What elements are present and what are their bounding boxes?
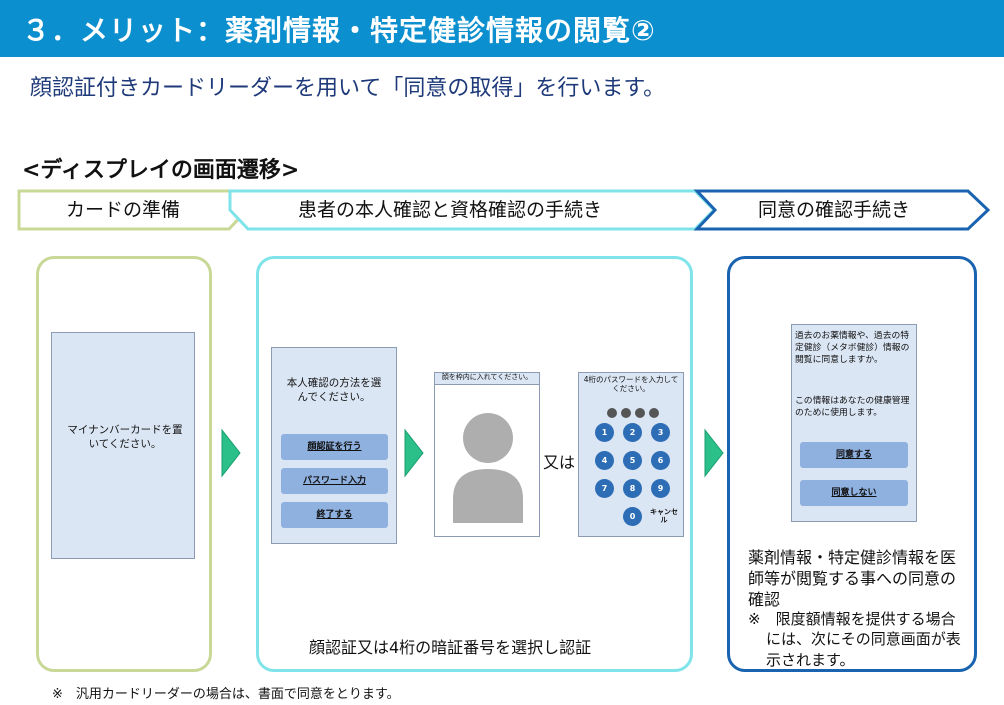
pin-dot (621, 408, 631, 418)
next-arrow-icon (221, 428, 241, 478)
next-arrow-icon (404, 428, 424, 478)
pin-cancel-button[interactable]: キャンセル (650, 508, 678, 524)
pin-entry-title: 4桁のパスワードを入力してください。 (583, 375, 679, 394)
key-6[interactable]: 6 (651, 451, 670, 470)
section-heading: <ディスプレイの画面遷移> (22, 158, 300, 183)
screen-method-select: 本人確認の方法を選んでください。 顔認証を行う パスワード入力 終了する (271, 347, 397, 544)
process-steps: カードの準備 患者の本人確認と資格確認の手続き 同意の確認手続き (0, 189, 1004, 231)
place-card-text: マイナンバーカードを置いてください。 (67, 424, 183, 451)
screen-pin-entry: 4桁のパスワードを入力してください。 1 2 3 4 5 6 7 8 9 0 キ… (578, 372, 684, 537)
panel3-caption: 薬剤情報・特定健診情報を医師等が閲覧する事への同意の確認 (748, 548, 957, 609)
footnote: ※ 汎用カードリーダーの場合は、書面で同意をとります。 (52, 687, 400, 702)
pin-dot (607, 408, 617, 418)
method-select-title: 本人確認の方法を選んでください。 (286, 377, 382, 404)
key-5[interactable]: 5 (623, 451, 642, 470)
step-arrows-graphic (17, 189, 991, 231)
consent-question-text: 過去のお薬情報や、過去の特定健診（メタボ健診）情報の閲覧に同意しますか。 (795, 331, 910, 365)
exit-button[interactable]: 終了する (281, 502, 388, 528)
panel-identity-verification: 本人確認の方法を選んでください。 顔認証を行う パスワード入力 終了する 顔を枠… (256, 256, 693, 672)
panel-consent-confirmation: 過去のお薬情報や、過去の特定健診（メタボ健診）情報の閲覧に同意しますか。 この情… (727, 256, 977, 672)
screen-face-auth: 顔を枠内に入れてください。 (434, 372, 540, 537)
step-2-label: 患者の本人確認と資格確認の手続き (298, 199, 603, 221)
page-title: ３．メリット：薬剤情報・特定健診情報の閲覧② (22, 14, 656, 47)
agree-button[interactable]: 同意する (800, 442, 908, 468)
key-4[interactable]: 4 (595, 451, 614, 470)
key-8[interactable]: 8 (623, 479, 642, 498)
panel2-caption: 顔認証又は4桁の暗証番号を選択し認証 (309, 638, 592, 657)
panel3-note: ※ 限度額情報を提供する場合には、次にその同意画面が表示されます。 (748, 610, 961, 669)
password-input-button[interactable]: パスワード入力 (281, 468, 388, 494)
pin-dot (635, 408, 645, 418)
key-9[interactable]: 9 (651, 479, 670, 498)
face-auth-button[interactable]: 顔認証を行う (281, 434, 388, 460)
step-3-label: 同意の確認手続き (758, 199, 911, 221)
or-text: 又は (543, 453, 576, 472)
panel-card-preparation: マイナンバーカードを置いてください。 (36, 256, 212, 672)
face-auth-title: 顔を枠内に入れてください。 (441, 373, 533, 381)
next-arrow-icon (704, 428, 724, 478)
step-1-label: カードの準備 (66, 199, 181, 221)
header-bar: ３．メリット：薬剤情報・特定健診情報の閲覧② (0, 0, 1004, 57)
key-1[interactable]: 1 (595, 423, 614, 442)
disagree-button[interactable]: 同意しない (800, 480, 908, 506)
consent-purpose-text: この情報はあなたの健康管理のために使用します。 (795, 396, 910, 418)
person-silhouette-icon (453, 413, 523, 523)
screen-consent: 過去のお薬情報や、過去の特定健診（メタボ健診）情報の閲覧に同意しますか。 この情… (791, 324, 917, 522)
subtitle: 顔認証付きカードリーダーを用いて「同意の取得」を行います。 (30, 76, 666, 101)
key-0[interactable]: 0 (623, 507, 642, 526)
key-2[interactable]: 2 (623, 423, 642, 442)
pin-dot (649, 408, 659, 418)
key-3[interactable]: 3 (651, 423, 670, 442)
screen-place-card: マイナンバーカードを置いてください。 (51, 332, 195, 559)
face-auth-header: 顔を枠内に入れてください。 (435, 373, 539, 385)
step-3-arrow (693, 189, 991, 231)
key-7[interactable]: 7 (595, 479, 614, 498)
